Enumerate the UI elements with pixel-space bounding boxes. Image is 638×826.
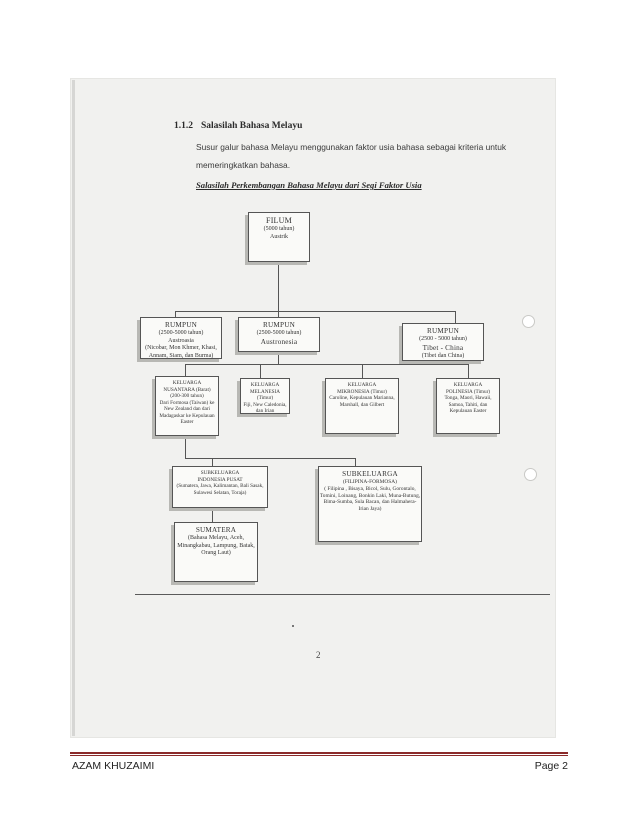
keluarga-sub: POLINESIA (Timur) xyxy=(445,388,491,395)
rumpun-age: (2500-5000 tahun) xyxy=(158,330,204,336)
rumpun-name: RUMPUN xyxy=(165,321,197,329)
connector-line xyxy=(260,364,262,378)
rumpun-name: RUMPUN xyxy=(263,321,295,329)
connector-line xyxy=(175,311,177,317)
connector-line xyxy=(355,458,357,466)
connector-line xyxy=(185,364,187,376)
punch-hole xyxy=(522,315,535,328)
subkeluarga-detail: ( Filipina , Bisaya, Bicol, Sulu, Goront… xyxy=(319,485,421,512)
subkeluarga-indonesia-pusat-box: SUBKELUARGA INDONESIA PUSAT (Sumatera, J… xyxy=(172,466,268,508)
filum-age: (5000 tahun) xyxy=(263,226,295,232)
keluarga-detail: Tonga, Maori, Hawaii, Samoa, Tahiti, dan… xyxy=(444,395,492,414)
rumpun-label: Austronesia xyxy=(260,337,298,346)
filum-box: FILUM (5000 tahun) Austrik xyxy=(248,212,310,262)
rumpun-label: Austroasia xyxy=(168,337,194,344)
footer-author: AZAM KHUZAIMI xyxy=(72,760,155,772)
footer-page: Page 2 xyxy=(534,760,568,772)
subkeluarga-name: SUBKELUARGA xyxy=(342,470,398,478)
scan-horizontal-rule xyxy=(135,594,550,595)
keluarga-detail: Fiji, New Caledonia, dan Irian xyxy=(243,401,287,415)
filum-name: FILUM xyxy=(266,216,292,225)
keluarga-sub: MIKRONESIA (Timur) xyxy=(337,388,387,395)
diagram-title: Salasilah Perkembangan Bahasa Melayu dar… xyxy=(196,180,422,190)
rumpun-austroasia-box: RUMPUN (2500-5000 tahun) Austroasia (Nic… xyxy=(140,317,222,359)
scan-shadow-edge xyxy=(72,80,75,736)
keluarga-name: KELUARGA xyxy=(347,382,377,388)
punch-hole xyxy=(524,468,537,481)
subkeluarga-filipina-formosa-box: SUBKELUARGA (FILIPINA-FORMOSA) ( Filipin… xyxy=(318,466,422,542)
sumatera-name: SUMATERA xyxy=(195,526,237,534)
connector-line xyxy=(212,508,214,522)
keluarga-name: KELUARGA xyxy=(172,380,202,386)
keluarga-nusantara-box: KELUARGA NUSANTARA (Barat) (200-300 tahu… xyxy=(155,376,219,436)
keluarga-age: (Timur) xyxy=(256,395,274,401)
section-number: 1.1.2 xyxy=(174,121,193,131)
keluarga-name: KELUARGA xyxy=(250,382,280,388)
section-heading: 1.1.2 Salasilah Bahasa Melayu xyxy=(174,121,302,131)
keluarga-name: KELUARGA xyxy=(453,382,483,388)
keluarga-mikronesia-box: KELUARGA MIKRONESIA (Timur) Caroline, Ke… xyxy=(325,378,399,434)
subkeluarga-name: SUBKELUARGA xyxy=(200,470,240,476)
rumpun-detail: (Tibet dan China) xyxy=(421,352,465,359)
connector-line xyxy=(362,364,364,378)
keluarga-polinesia-box: KELUARGA POLINESIA (Timur) Tonga, Maori,… xyxy=(436,378,500,434)
subkeluarga-detail: (Sumatera, Jawa, Kalimantan, Bali Sasak,… xyxy=(176,483,264,496)
connector-line xyxy=(185,436,187,458)
keluarga-detail: Caroline, Kepulauan Marianna, Marshall, … xyxy=(329,395,395,408)
keluarga-age: (200-300 tahun) xyxy=(170,393,204,399)
intro-line-1: Susur galur bahasa Melayu menggunakan fa… xyxy=(196,142,507,152)
connector-line xyxy=(278,262,280,312)
keluarga-melanesia-box: KELUARGA MELANESIA (Timur) Fiji, New Cal… xyxy=(240,378,290,414)
connector-line xyxy=(175,311,455,313)
rumpun-tibet-china-box: RUMPUN (2500 - 5000 tahun) Tibet - China… xyxy=(402,323,484,361)
connector-line xyxy=(468,364,470,378)
sumatera-box: SUMATERA (Bahasa Melayu, Aceh, Minangkab… xyxy=(174,522,258,582)
intro-line-2: memeringkatkan bahasa. xyxy=(196,160,291,170)
rumpun-name: RUMPUN xyxy=(427,327,459,335)
rumpun-label: Tibet - China xyxy=(422,343,464,352)
rumpun-detail: (Nicobar, Mon Khmer, Khasi, Annam, Siam,… xyxy=(145,345,217,359)
filum-label: Austrik xyxy=(270,233,288,240)
subkeluarga-sub: INDONESIA PUSAT xyxy=(197,476,243,483)
rumpun-austronesia-box: RUMPUN (2500-5000 tahun) Austronesia xyxy=(238,317,320,352)
connector-line xyxy=(278,311,280,317)
subkeluarga-sub: (FILIPINA-FORMOSA) xyxy=(343,479,397,485)
sumatera-detail: (Bahasa Melayu, Aceh, Minangkabau, Lampu… xyxy=(177,535,255,556)
keluarga-detail: Dari Formosa (Taiwan) ke New Zealand dan… xyxy=(159,399,215,426)
connector-line xyxy=(212,458,214,466)
connector-line xyxy=(185,364,468,366)
keluarga-sub: MELANESIA xyxy=(250,388,280,395)
section-title: Salasilah Bahasa Melayu xyxy=(201,121,303,131)
scan-page-number: 2 xyxy=(316,650,321,660)
rumpun-age: (2500 - 5000 tahun) xyxy=(419,336,467,342)
rumpun-age: (2500-5000 tahun) xyxy=(256,330,302,336)
footer-rule xyxy=(70,752,568,754)
keluarga-sub: NUSANTARA (Barat) xyxy=(163,386,211,393)
connector-line xyxy=(278,352,280,364)
connector-line xyxy=(455,311,457,323)
scan-speck xyxy=(292,625,294,627)
footer-rule xyxy=(70,755,568,756)
connector-line xyxy=(185,458,355,460)
